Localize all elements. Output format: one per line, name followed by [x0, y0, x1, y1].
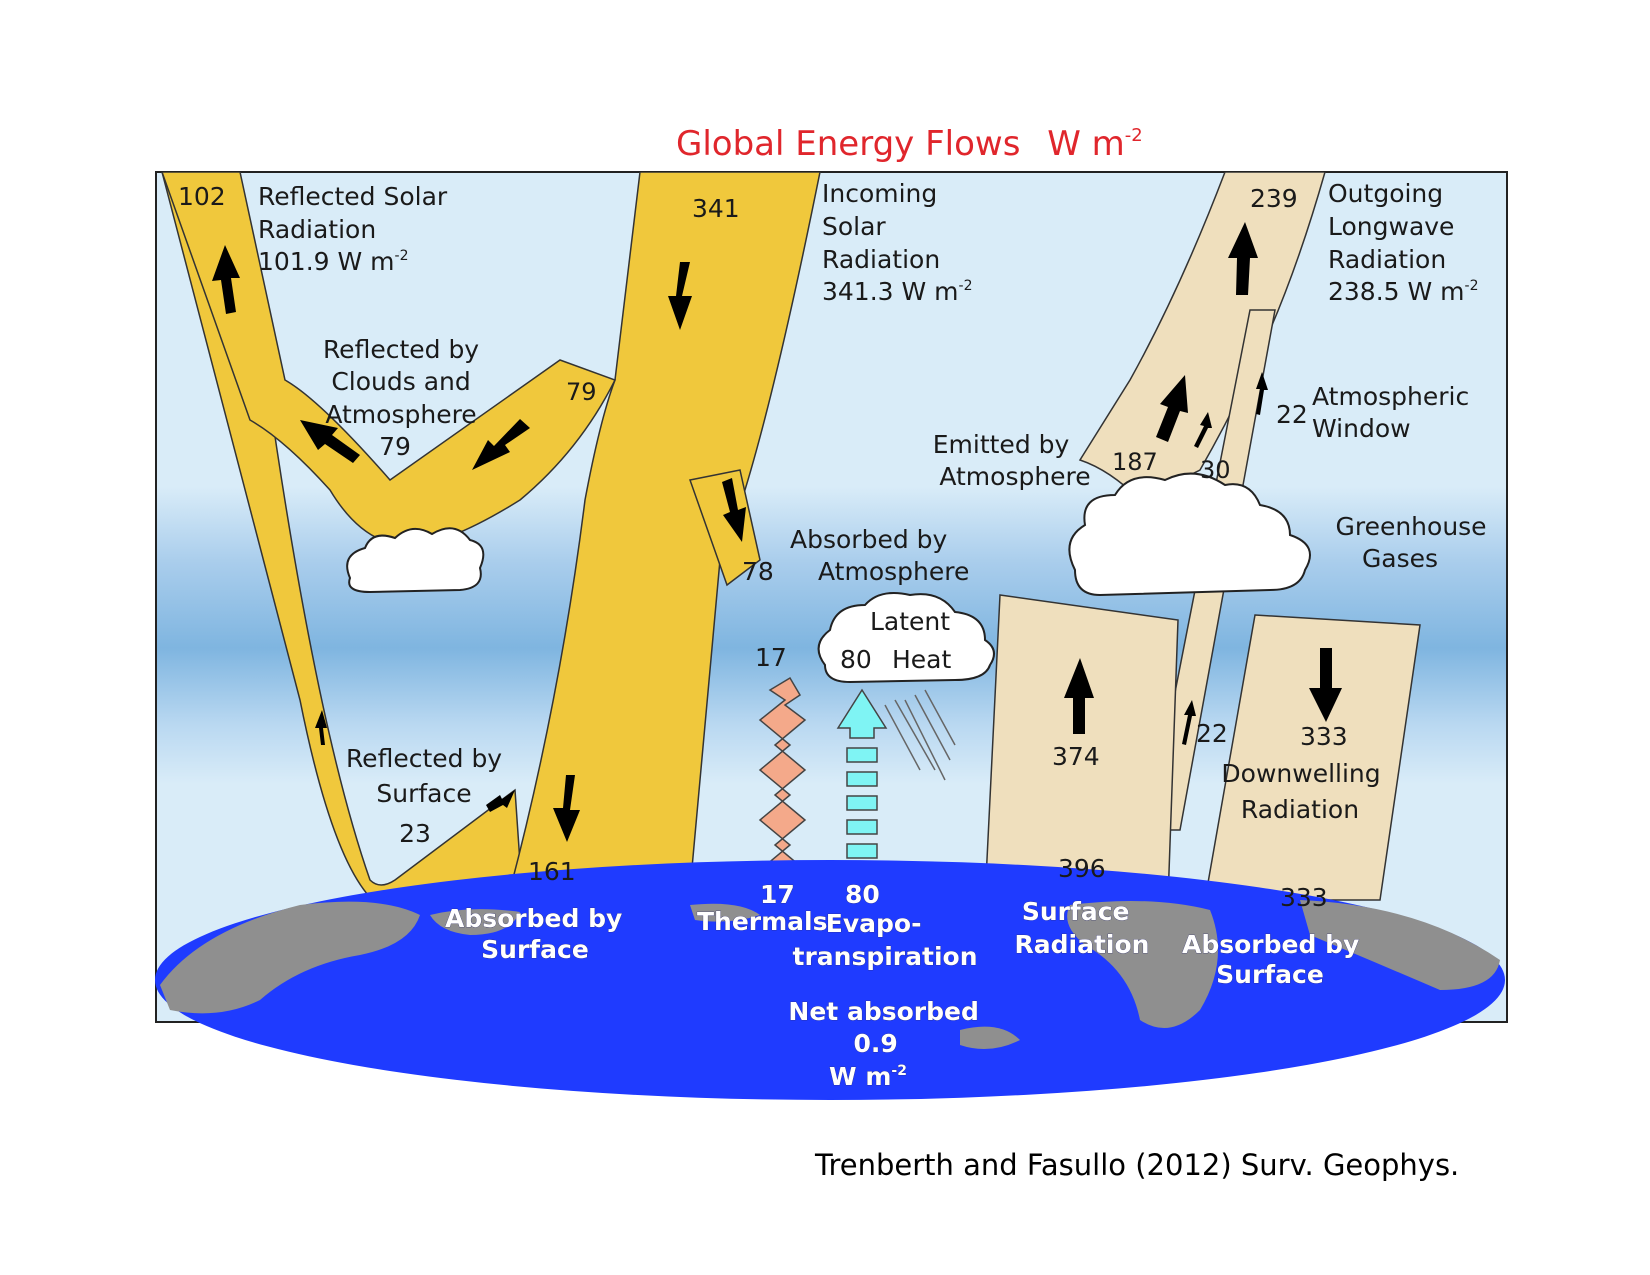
- value-187: 187: [1112, 448, 1158, 476]
- arrow-thin-left: [315, 710, 327, 745]
- arrow-up-left-clouds: [300, 420, 360, 463]
- value-30: 30: [1200, 456, 1231, 484]
- net-absorbed-label: Net absorbed 0.9 W m-2: [788, 997, 987, 1091]
- absorbed-atmosphere-label: Absorbed by Atmosphere: [790, 525, 969, 586]
- value-22-window: 22: [1276, 400, 1308, 429]
- diagram-title: Global Energy Flows W m-2: [676, 124, 1143, 164]
- outgoing-longwave-label: Outgoing Longwave Radiation 238.5 W m-2: [1328, 179, 1479, 306]
- absorbed-surface-left-label: Absorbed by Surface: [445, 904, 631, 964]
- value-80-latent: 80: [840, 645, 872, 674]
- cloud-latent: [817, 592, 995, 684]
- arrow-down-333: [1309, 648, 1342, 722]
- absorbed-surface-right-label: Absorbed by Surface: [1182, 930, 1368, 989]
- value-102: 102: [178, 182, 226, 211]
- arrow-up-reflected: [212, 245, 240, 314]
- thermals-label: Thermals: [697, 907, 828, 936]
- arrow-down-161: [553, 775, 580, 842]
- value-161: 161: [528, 857, 576, 886]
- value-333-surface: 333: [1280, 883, 1328, 912]
- arrow-absorbed-atm: [722, 478, 746, 542]
- arrow-thin-22: [1182, 700, 1196, 745]
- value-333-down: 333: [1300, 722, 1348, 751]
- arrow-up-239: [1228, 222, 1258, 295]
- downwelling-label: Downwelling Radiation: [1221, 759, 1388, 824]
- rain-lines: [884, 689, 956, 781]
- source-credit: Trenberth and Fasullo (2012) Surv. Geoph…: [814, 1148, 1459, 1182]
- value-374: 374: [1052, 742, 1100, 771]
- reflected-solar-label: Reflected Solar Radiation 101.9 W m-2: [258, 182, 455, 276]
- value-80-bottom: 80: [845, 880, 880, 909]
- arrow-down-incoming: [668, 262, 692, 330]
- incoming-solar-band: [509, 172, 821, 891]
- flow-arrows: [212, 222, 1342, 842]
- value-78: 78: [742, 557, 774, 586]
- diagram-labels: 102 Reflected Solar Radiation 101.9 W m-…: [178, 179, 1494, 1091]
- value-17-top: 17: [755, 643, 787, 672]
- emitted-atmosphere-label: Emitted by Atmosphere: [933, 430, 1091, 491]
- cloud-left: [346, 527, 485, 594]
- arrow-thin-window: [1256, 372, 1268, 415]
- incoming-solar-label: Incoming Solar Radiation 341.3 W m-2: [822, 179, 973, 306]
- heat-label: Heat: [892, 645, 951, 674]
- greenhouse-gases-label: Greenhouse Gases: [1335, 512, 1494, 573]
- surface-radiation-label: Surface Radiation: [1015, 897, 1150, 959]
- atmospheric-window-label: Atmospheric Window: [1312, 382, 1477, 443]
- value-341: 341: [692, 194, 740, 223]
- arrow-up-374: [1064, 658, 1094, 734]
- cloud-right: [1068, 472, 1311, 597]
- value-396: 396: [1058, 854, 1106, 883]
- downwelling-band: [1204, 614, 1421, 901]
- latent-label: Latent: [870, 607, 950, 636]
- value-22-surface: 22: [1196, 719, 1228, 748]
- reflected-surface-label: Reflected by Surface 23: [346, 744, 510, 848]
- arrow-thin-30: [1194, 412, 1212, 448]
- evapotranspiration-arrow: [836, 688, 888, 859]
- land-masses: [160, 900, 1500, 1049]
- value-17-bottom: 17: [760, 880, 795, 909]
- outgoing-longwave-band: [1078, 172, 1326, 501]
- value-239: 239: [1250, 184, 1298, 213]
- evapotranspiration-label: Evapo- transpiration: [793, 909, 978, 971]
- thermals-arrow: [758, 676, 807, 891]
- arrow-thin-23: [486, 790, 515, 812]
- arrow-down-left-clouds: [472, 419, 530, 470]
- value-79: 79: [566, 378, 597, 406]
- reflected-clouds-label: Reflected by Clouds and Atmosphere 79: [323, 335, 487, 461]
- absorbed-atmosphere-branch: [689, 469, 761, 587]
- arrow-up-187: [1156, 375, 1188, 442]
